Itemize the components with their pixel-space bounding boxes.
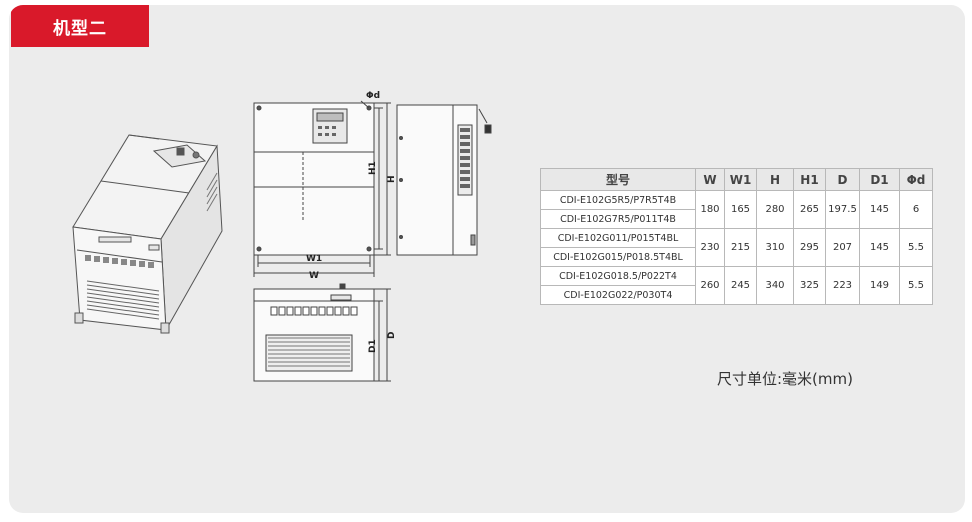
value-cell: 215 xyxy=(724,228,757,267)
model-cell: CDI-E102G011/P015T4BL xyxy=(540,228,696,248)
table-row: CDI-E102G022/P030T4 xyxy=(540,285,933,305)
value-cell: 149 xyxy=(859,266,900,305)
value-cell: 5.5 xyxy=(899,228,933,267)
value-cell: 230 xyxy=(695,228,725,267)
dim-h1: H1 xyxy=(368,161,378,175)
bottom-view xyxy=(253,283,391,382)
header-d: D xyxy=(825,168,860,191)
value-cell: 145 xyxy=(859,190,900,229)
model-cell: CDI-E102G018.5/P022T4 xyxy=(540,266,696,286)
header-w1: W1 xyxy=(724,168,757,191)
dim-w: W xyxy=(309,271,319,281)
dimension-table: 型号 W W1 H H1 D D1 Φd CDI-E102G5R5/P7R5T4… xyxy=(540,168,933,305)
dim-w1: W1 xyxy=(306,254,322,264)
value-cell: 245 xyxy=(724,266,757,305)
model-cell: CDI-E102G5R5/P7R5T4B xyxy=(540,190,696,210)
value-cell: 197.5 xyxy=(825,190,860,229)
dimension-drawings: Φd W1 W H1 H xyxy=(72,91,492,382)
value-cell: 310 xyxy=(756,228,794,267)
dim-d: D xyxy=(387,332,397,339)
dim-phi-d: Φd xyxy=(366,91,380,101)
value-cell: 280 xyxy=(756,190,794,229)
value-cell: 5.5 xyxy=(899,266,933,305)
section-tag: 机型二 xyxy=(11,5,149,47)
model-cell: CDI-E102G022/P030T4 xyxy=(540,285,696,305)
unit-note: 尺寸单位:毫米(mm) xyxy=(717,370,853,388)
value-cell: 265 xyxy=(793,190,826,229)
header-phi-d: Φd xyxy=(899,168,933,191)
header-h1: H1 xyxy=(793,168,826,191)
value-cell: 165 xyxy=(724,190,757,229)
header-w: W xyxy=(695,168,725,191)
side-view xyxy=(396,104,492,256)
header-h: H xyxy=(756,168,794,191)
inverter-isometric-view xyxy=(72,134,223,334)
value-cell: 180 xyxy=(695,190,725,229)
value-cell: 207 xyxy=(825,228,860,267)
header-model: 型号 xyxy=(540,168,696,191)
table-row: CDI-E102G011/P015T4BL 230 215 310 295 20… xyxy=(540,228,933,267)
model-cell: CDI-E102G7R5/P011T4B xyxy=(540,209,696,229)
value-cell: 6 xyxy=(899,190,933,229)
spec-card: 机型二 xyxy=(9,5,965,513)
front-view xyxy=(253,100,391,277)
dim-d1: D1 xyxy=(368,339,378,353)
value-cell: 295 xyxy=(793,228,826,267)
header-d1: D1 xyxy=(859,168,900,191)
value-cell: 145 xyxy=(859,228,900,267)
value-cell: 340 xyxy=(756,266,794,305)
table-header-row: 型号 W W1 H H1 D D1 Φd xyxy=(540,168,933,191)
table-row: CDI-E102G018.5/P022T4 260 245 340 325 22… xyxy=(540,266,933,305)
dim-h: H xyxy=(387,175,397,183)
table-row: CDI-E102G5R5/P7R5T4B 180 165 280 265 197… xyxy=(540,190,933,229)
value-cell: 260 xyxy=(695,266,725,305)
value-cell: 325 xyxy=(793,266,826,305)
model-cell: CDI-E102G015/P018.5T4BL xyxy=(540,247,696,267)
value-cell: 223 xyxy=(825,266,860,305)
